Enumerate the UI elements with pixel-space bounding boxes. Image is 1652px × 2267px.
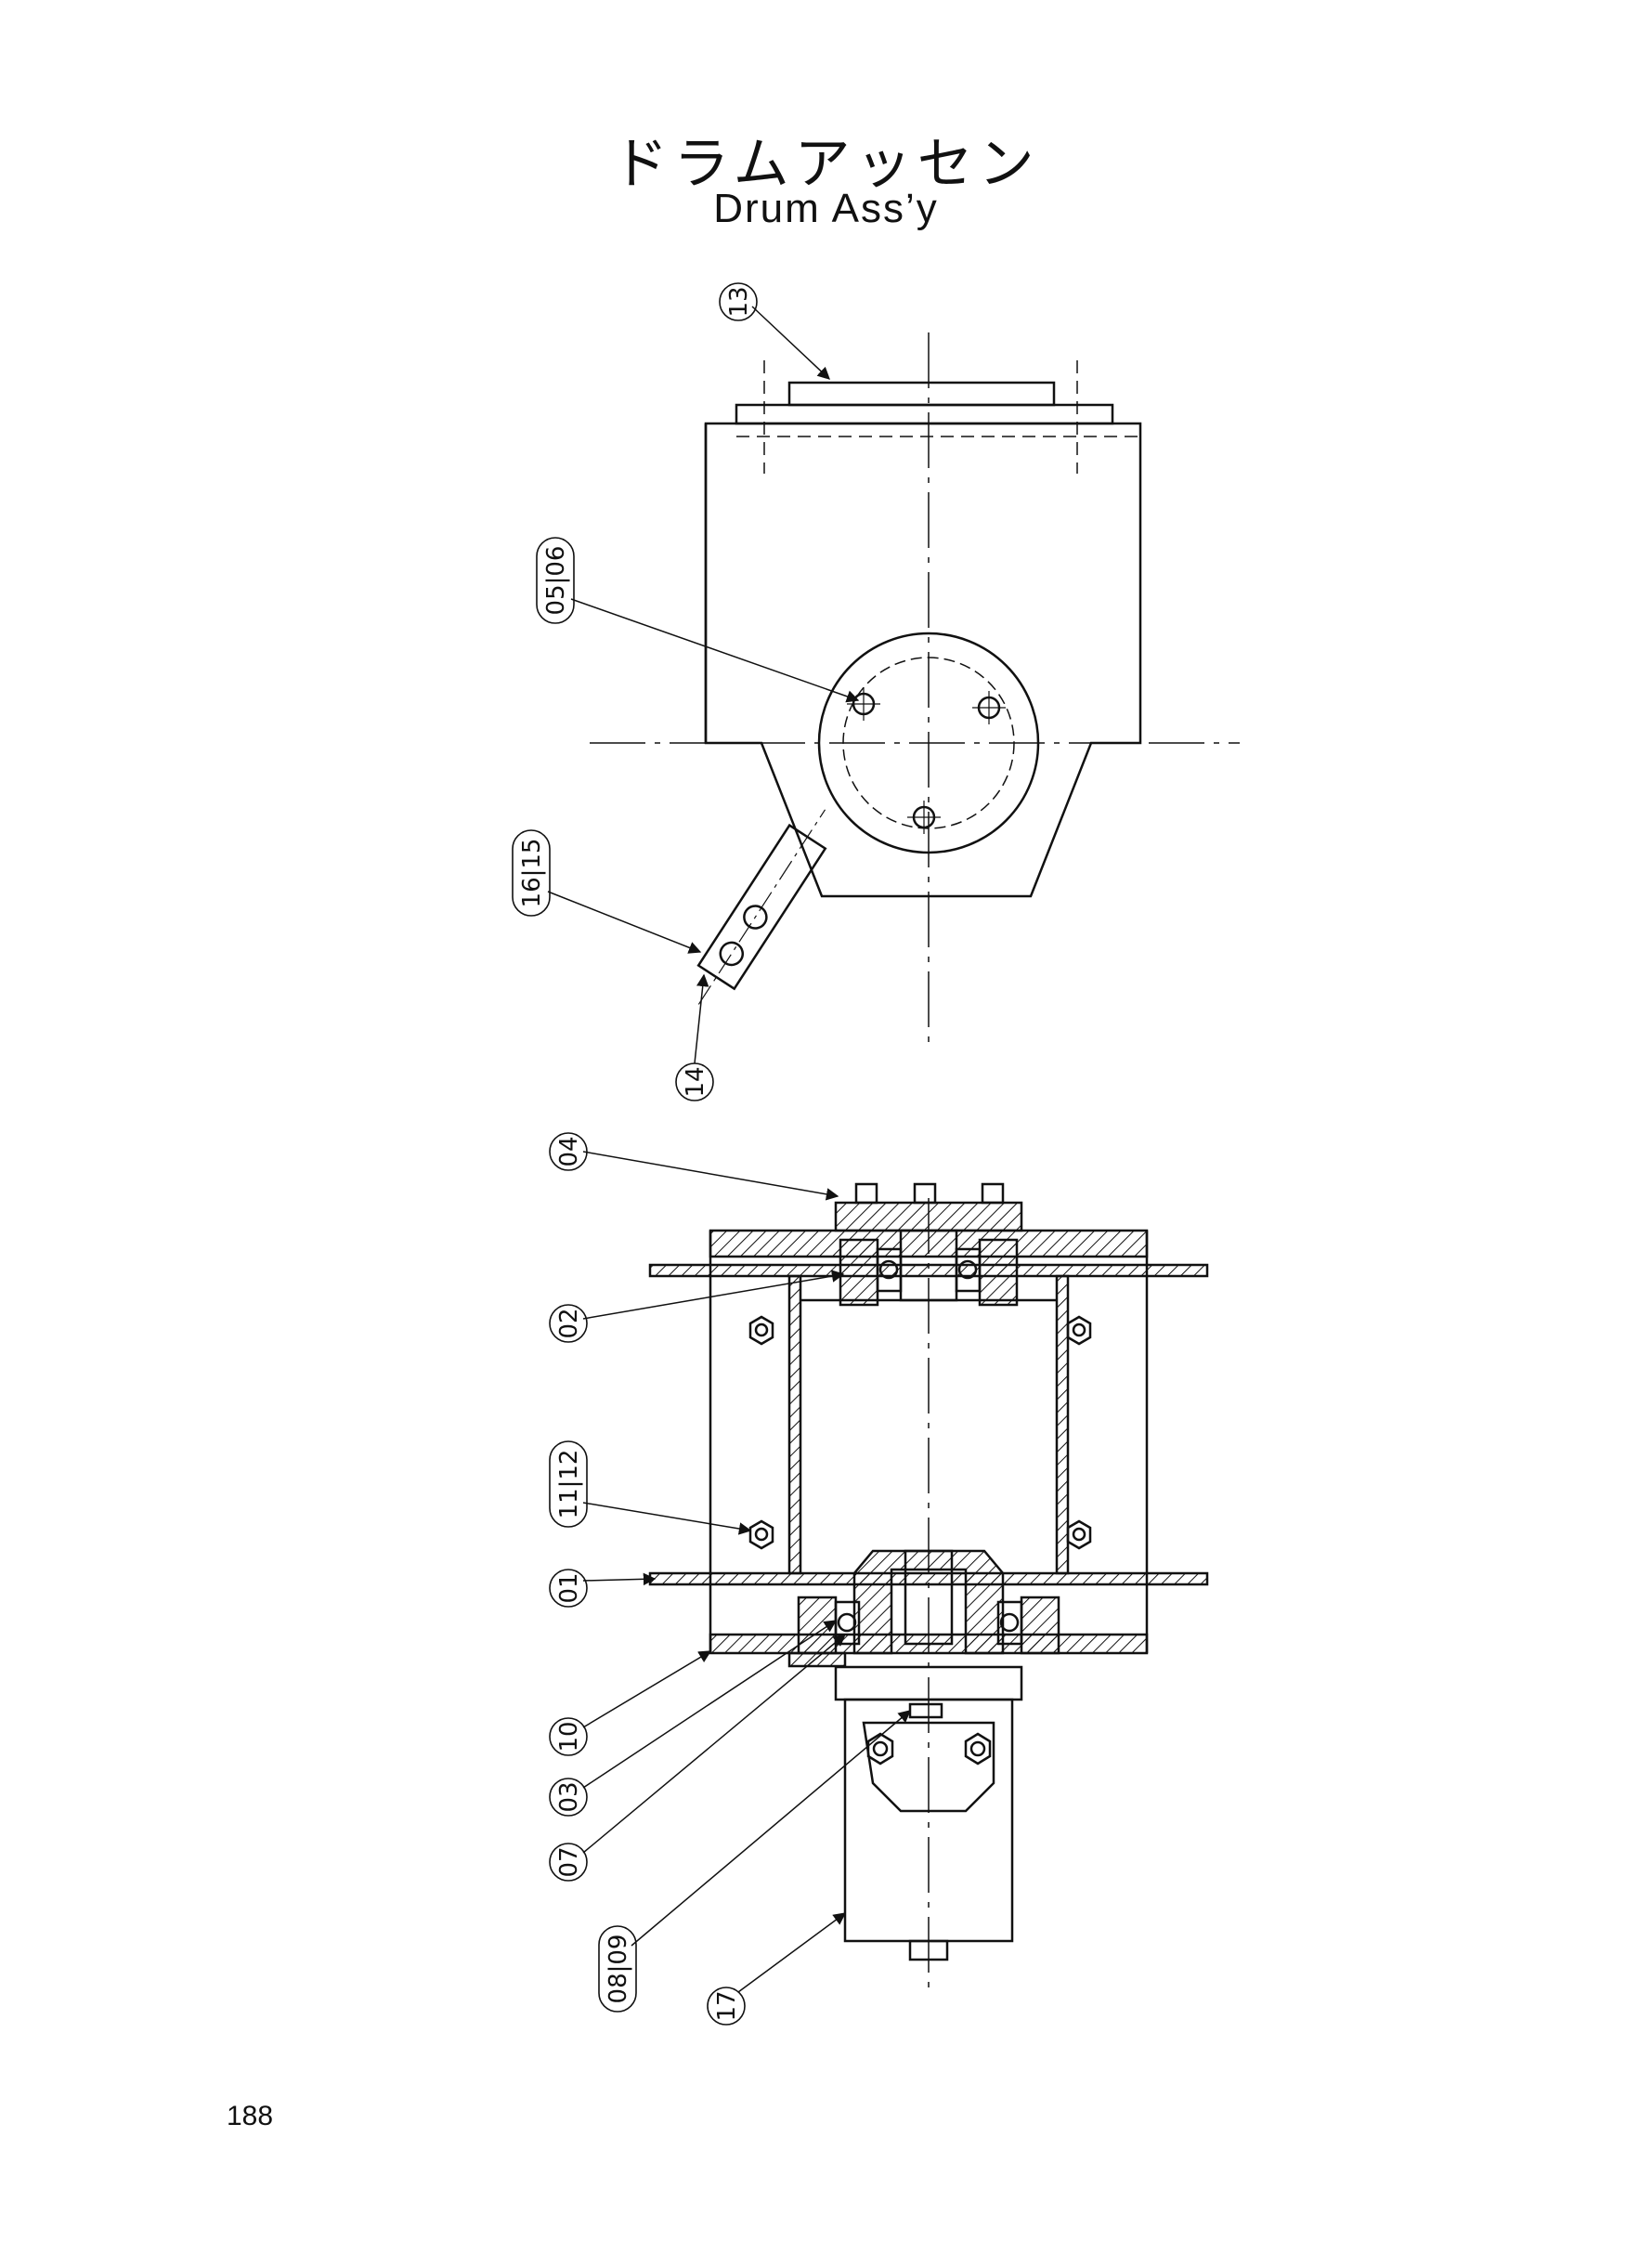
callout-11-12: 11|12 xyxy=(549,1440,588,1528)
cover-bolts xyxy=(854,1182,1005,1205)
callout-01: 01 xyxy=(549,1569,588,1608)
svg-text:01: 01 xyxy=(555,1572,583,1603)
svg-text:10: 10 xyxy=(555,1721,583,1752)
top-cap xyxy=(787,381,1056,407)
svg-text:13: 13 xyxy=(725,286,753,317)
drum-left-wall xyxy=(787,1274,802,1575)
svg-text:07: 07 xyxy=(555,1846,583,1877)
title-english: Drum Ass’y xyxy=(713,186,939,231)
svg-text:14: 14 xyxy=(682,1066,709,1097)
angled-bracket xyxy=(696,809,827,1005)
svg-text:04: 04 xyxy=(555,1136,583,1166)
callout-02: 02 xyxy=(549,1304,588,1343)
upper-drum-flange xyxy=(648,1263,1209,1278)
svg-text:16|15: 16|15 xyxy=(518,839,546,908)
callout-04: 04 xyxy=(549,1132,588,1171)
drum-right-wall xyxy=(1055,1274,1070,1575)
motor-shaft-end xyxy=(908,1939,949,1961)
drum-body-outline xyxy=(704,422,1142,898)
top-view xyxy=(590,332,1240,1049)
svg-text:03: 03 xyxy=(555,1781,583,1812)
callout-08-09: 08|09 xyxy=(598,1925,637,2013)
leader-lines xyxy=(547,306,912,1993)
svg-text:05|06: 05|06 xyxy=(542,546,570,616)
motor-flange-circle xyxy=(817,632,1040,854)
svg-text:08|09: 08|09 xyxy=(605,1935,632,2004)
svg-text:02: 02 xyxy=(555,1308,583,1338)
svg-text:11|12: 11|12 xyxy=(555,1450,583,1519)
page-number: 188 xyxy=(227,2101,274,2131)
callout-13: 13 xyxy=(719,282,758,321)
lower-housing xyxy=(709,1633,1149,1655)
drum-bolts xyxy=(748,1315,1092,1550)
callout-07: 07 xyxy=(549,1843,588,1882)
callout-16-15: 16|15 xyxy=(512,829,551,917)
callout-17: 17 xyxy=(707,1987,746,2026)
callout-05-06: 05|06 xyxy=(536,537,575,624)
callout-14: 14 xyxy=(675,1062,714,1101)
callout-03: 03 xyxy=(549,1778,588,1817)
top-flange xyxy=(735,403,1114,425)
title-japanese: ドラムアッセン xyxy=(612,132,1040,197)
svg-text:17: 17 xyxy=(713,1990,741,2021)
flange-bolts xyxy=(847,687,1006,834)
callout-10: 10 xyxy=(549,1717,588,1756)
section-view xyxy=(648,1182,1209,1987)
lower-drum-flange xyxy=(648,1571,1209,1586)
top-bearing-cover xyxy=(834,1201,1023,1232)
